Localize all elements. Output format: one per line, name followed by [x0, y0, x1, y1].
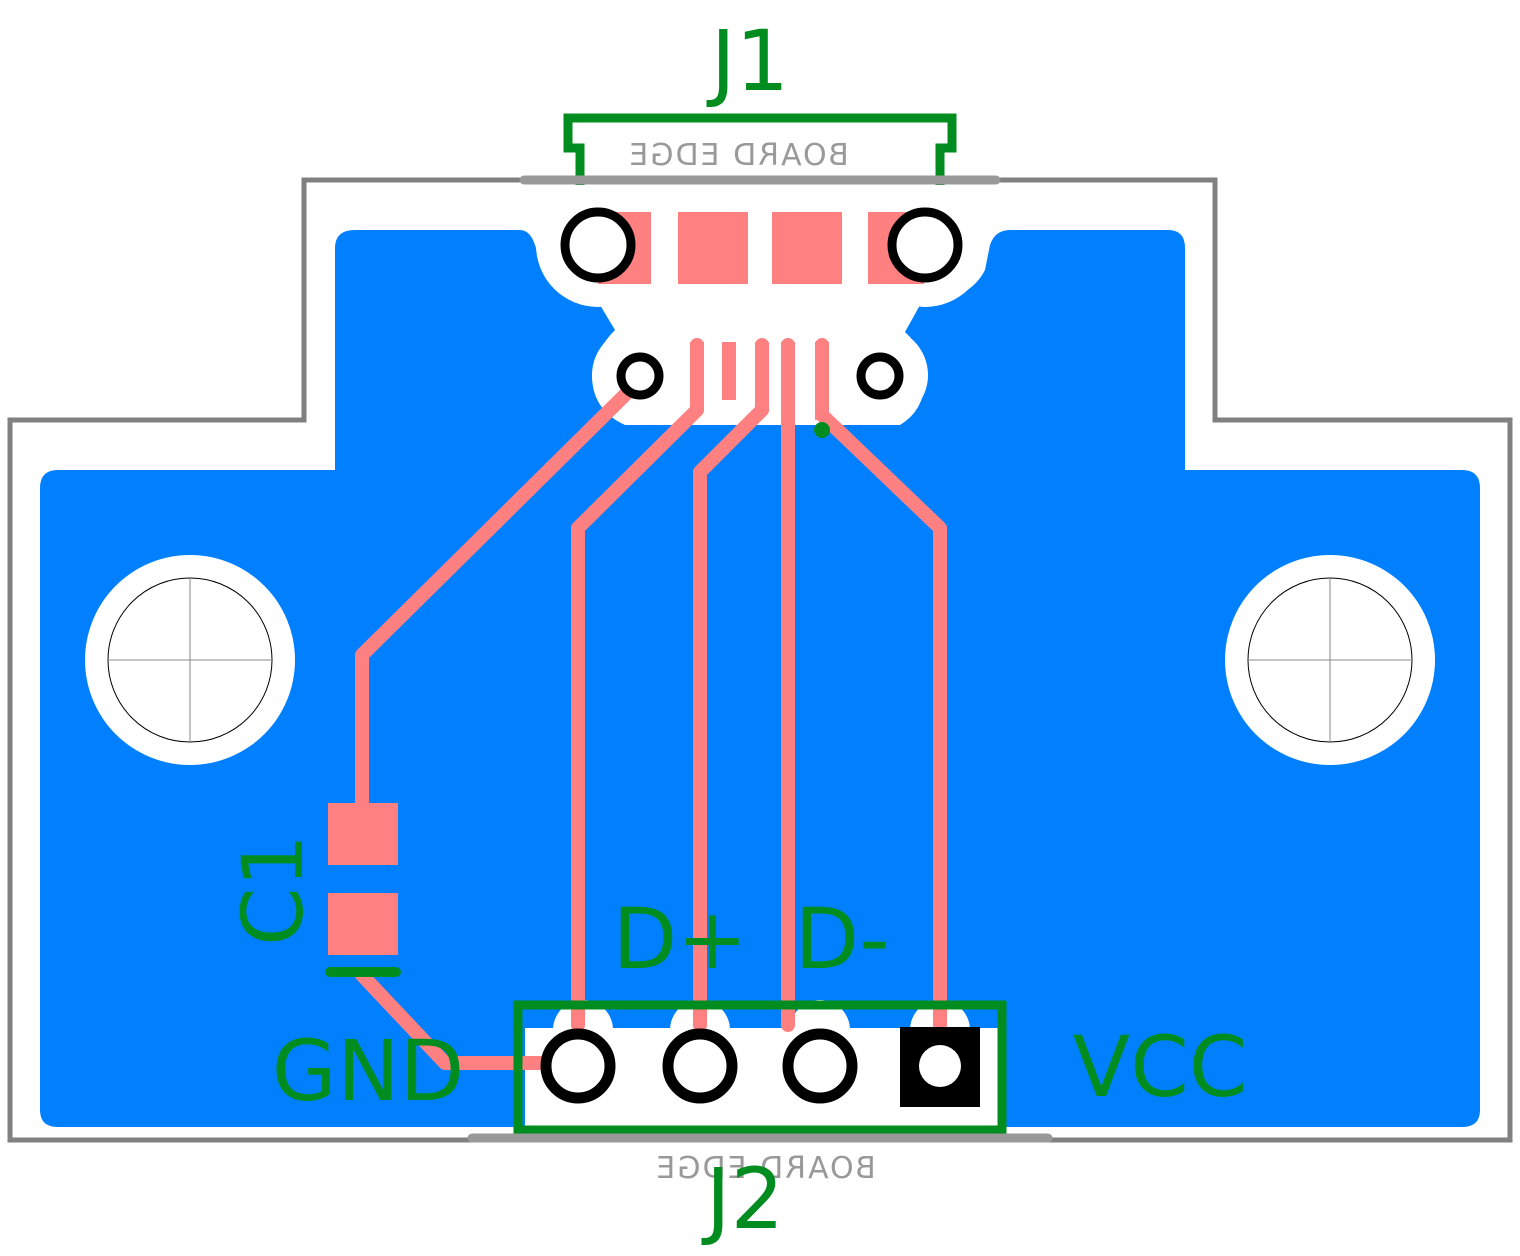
j1-outline — [563, 113, 957, 185]
j1-signal-pads — [690, 342, 829, 420]
trace-gnd-to-header — [355, 968, 552, 1070]
d-plus-label: D+ — [612, 890, 747, 988]
j1-designator: J1 — [706, 12, 789, 110]
trace-gnd — [355, 381, 639, 822]
gnd-label: GND — [272, 1022, 465, 1120]
mounting-hole-left — [85, 555, 295, 765]
copper-pour — [40, 230, 1480, 1127]
d-minus-label: D- — [795, 890, 890, 988]
c1-designator: C1 — [224, 834, 322, 946]
vcc-label: VCC — [1073, 1018, 1248, 1116]
j2-designator: J2 — [701, 1150, 784, 1248]
j2-outline — [513, 1000, 1007, 1135]
j1-holes — [560, 207, 963, 400]
mounting-hole-right — [1225, 555, 1435, 765]
c1-pads — [328, 803, 398, 955]
j1-pin1-dot — [814, 422, 830, 438]
board-edge-label-top: BOARD EDGE — [627, 138, 848, 173]
board-edge-label-bottom: BOARD EDGE — [654, 1151, 875, 1186]
j2-pads — [540, 1027, 980, 1107]
